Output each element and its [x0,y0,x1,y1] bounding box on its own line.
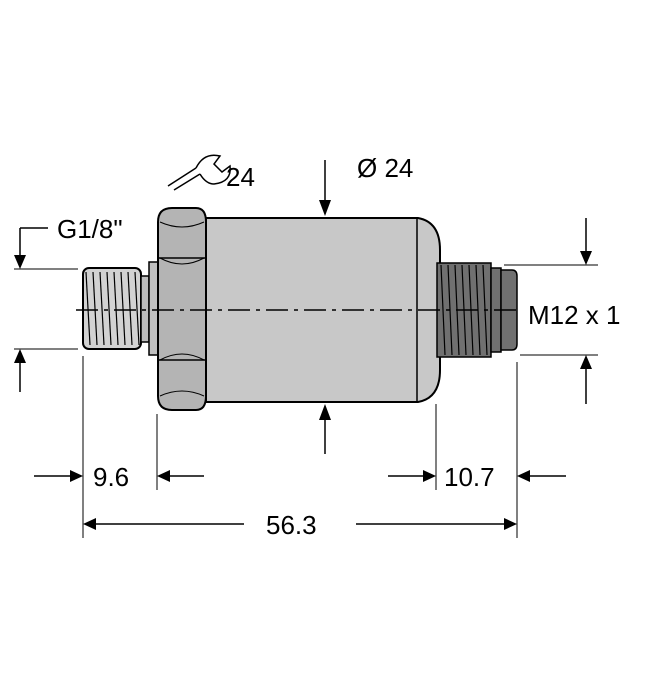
left-thread-dimension [14,227,78,392]
right-length-label: 10.7 [444,462,495,492]
left-length-dimension [34,470,204,482]
right-thread-dimension [504,218,598,404]
diameter-label: Ø 24 [357,153,413,183]
right-length-dimension [388,470,566,482]
left-thread-label: G1/8" [57,214,123,244]
total-length-label: 56.3 [266,510,317,540]
diameter-dimension [319,160,331,454]
left-threaded-fitting [82,261,160,356]
total-length-dimension [83,518,517,530]
left-length-label: 9.6 [93,462,129,492]
extension-lines [82,356,518,538]
left-thread-lines [85,271,140,346]
wrench-icon [167,154,231,191]
right-thread-label: M12 x 1 [528,300,621,330]
wrench-size-label: 24 [226,162,255,192]
hex-nut [157,207,207,411]
